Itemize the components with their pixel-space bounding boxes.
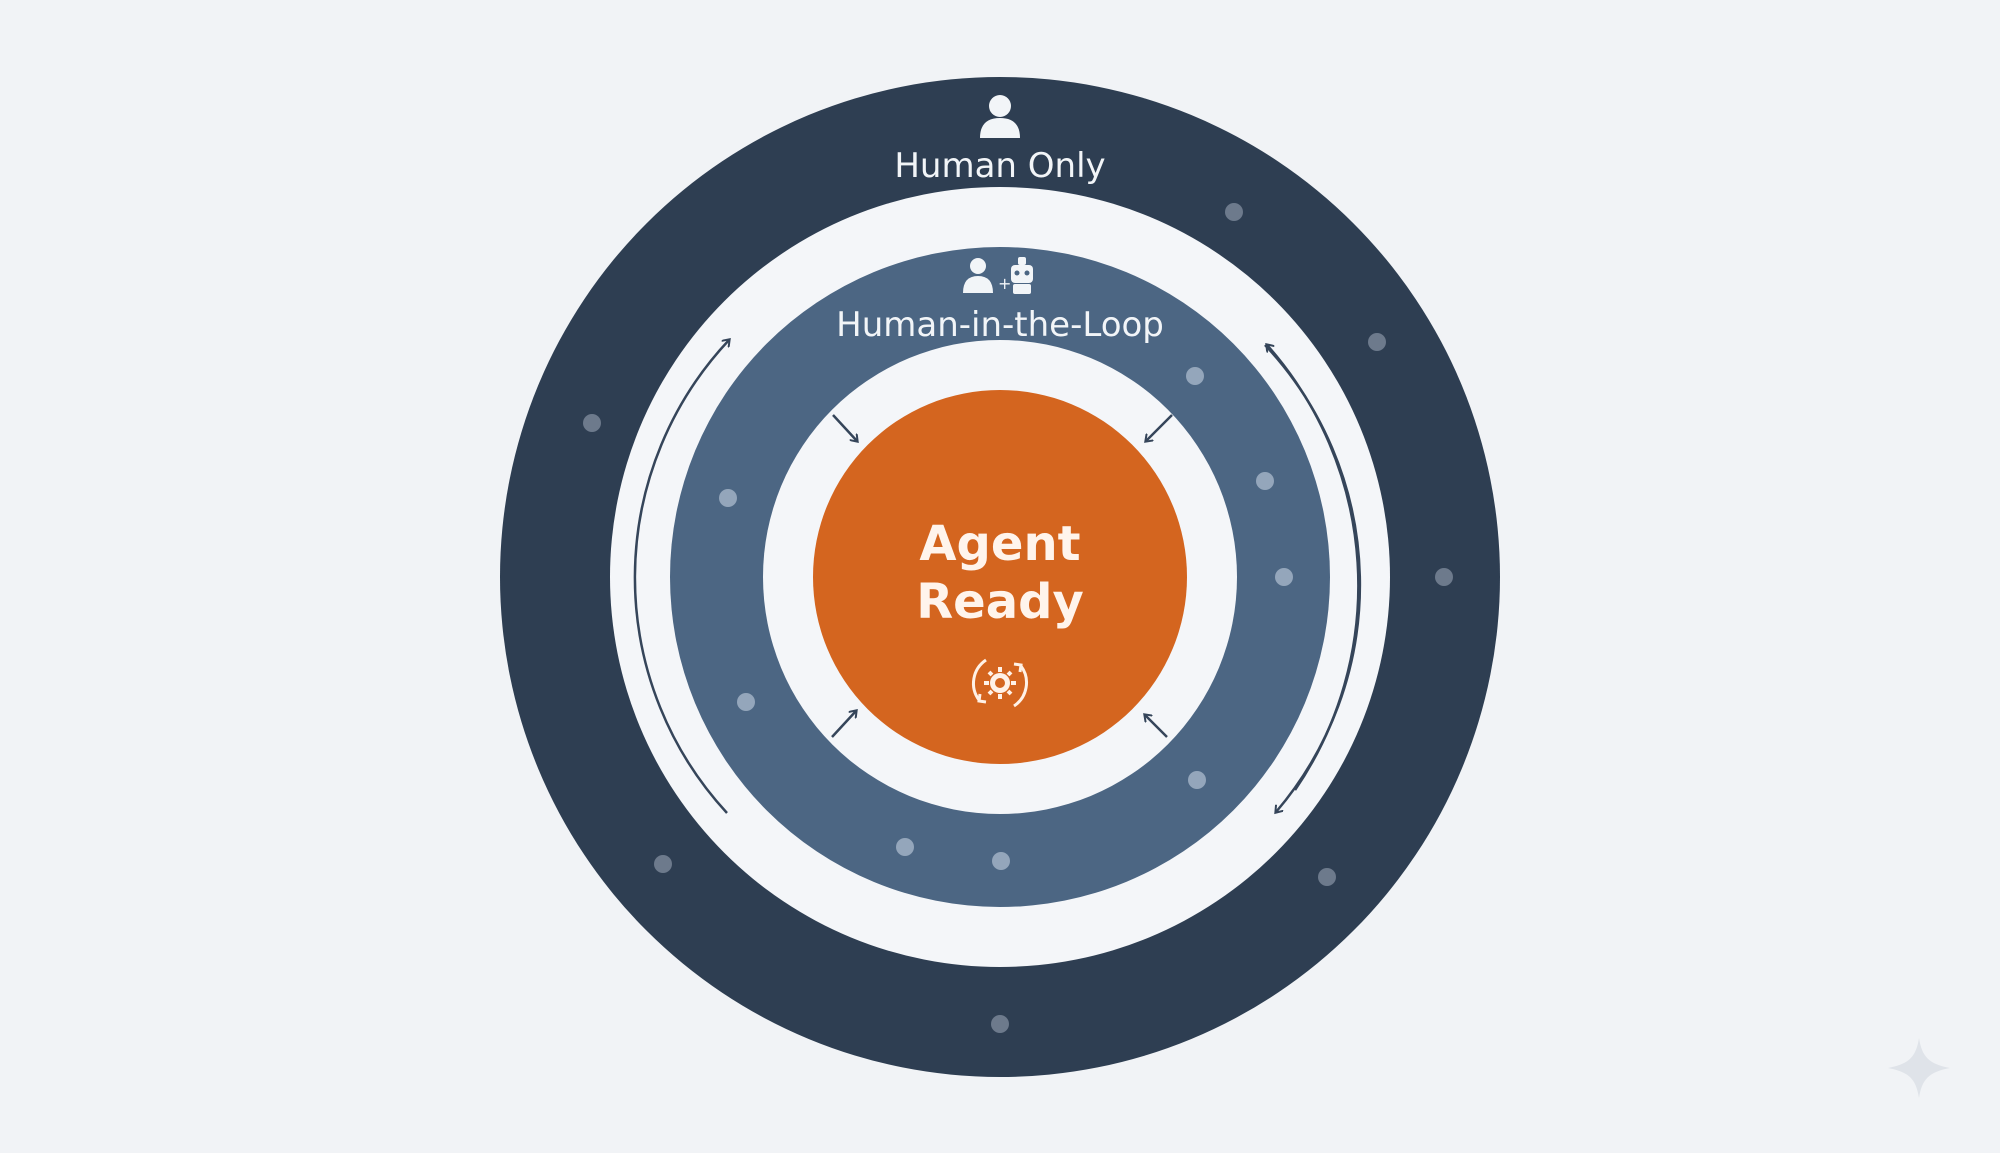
core-label-line2: Ready bbox=[916, 574, 1084, 630]
outer-ring-label: Human Only bbox=[894, 146, 1105, 186]
arrow-bottom-right bbox=[1145, 715, 1168, 738]
core-circle bbox=[813, 390, 1187, 764]
arrow-top-right bbox=[1146, 414, 1173, 441]
person-plus-robot-icon: + bbox=[963, 257, 1033, 294]
arrow-bottom-left bbox=[831, 711, 856, 738]
right-cycle-arrow-down bbox=[1264, 344, 1362, 812]
person-icon bbox=[980, 95, 1020, 138]
middle-ring-dots bbox=[719, 367, 1293, 870]
svg-text:+: + bbox=[998, 274, 1011, 293]
middle-ring-label: Human-in-the-Loop bbox=[836, 305, 1164, 345]
left-cycle-arrow bbox=[633, 340, 729, 814]
outer-ring-dots bbox=[583, 203, 1453, 1033]
core-arrows bbox=[831, 414, 1173, 738]
core-label-line1: Agent bbox=[919, 516, 1080, 572]
sparkle-icon bbox=[1888, 1038, 1950, 1098]
arrow-top-left bbox=[832, 414, 857, 441]
gear-cycle-icon bbox=[972, 658, 1028, 708]
